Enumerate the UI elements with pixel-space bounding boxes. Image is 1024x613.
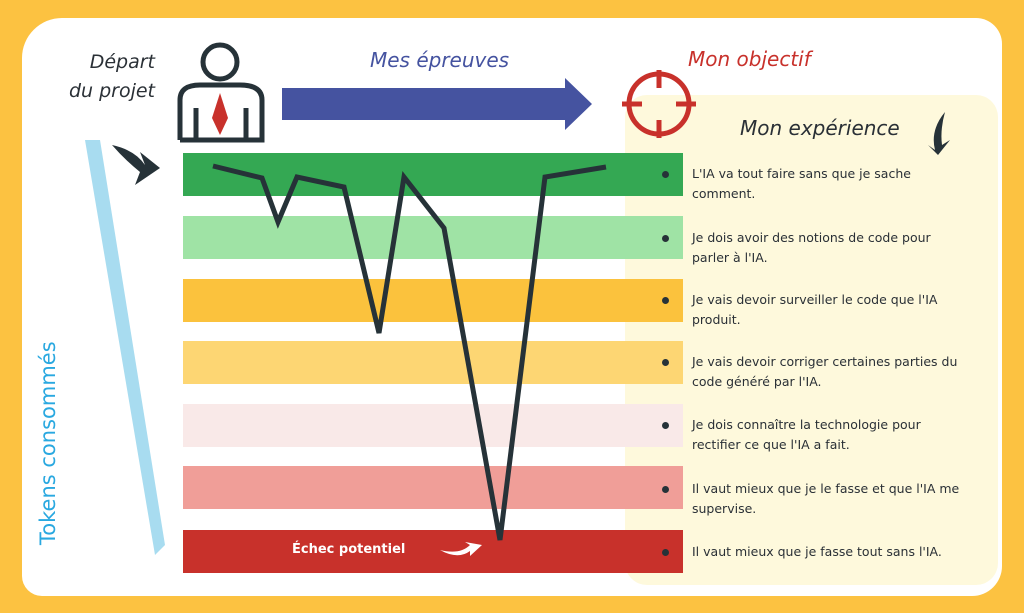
level-band-5 xyxy=(183,404,683,447)
curved-arrow-down-icon xyxy=(928,112,950,155)
failure-label: Échec potentiel xyxy=(292,542,406,557)
small-arrow-icon xyxy=(440,542,482,556)
start-label-line1: Départ xyxy=(89,51,155,73)
journey-line xyxy=(212,163,607,541)
bullet-icon xyxy=(662,297,669,304)
experience-item-7: Il vaut mieux que je fasse tout sans l'I… xyxy=(692,544,942,559)
start-label-line2: du projet xyxy=(68,80,155,102)
curved-arrow-icon xyxy=(112,145,160,185)
arrow-right-icon xyxy=(282,78,592,130)
experience-item-2: Je dois avoir des notions de code pour p… xyxy=(692,230,931,265)
tokens-axis-label: Tokens consommés xyxy=(36,341,60,545)
bullet-icon xyxy=(662,486,669,493)
level-band-7 xyxy=(183,530,683,573)
tie-icon xyxy=(212,93,228,135)
person-icon xyxy=(177,42,265,143)
tokens-wedge xyxy=(85,140,165,555)
bullet-icon xyxy=(662,359,669,366)
experience-item-5: Je dois connaître la technologie pour re… xyxy=(692,417,921,452)
level-band-2 xyxy=(183,216,683,259)
level-band-6 xyxy=(183,466,683,509)
bullet-icon xyxy=(662,235,669,242)
goal-label: Mon objectif xyxy=(688,47,811,71)
experience-item-4: Je vais devoir corriger certaines partie… xyxy=(692,354,958,389)
experience-item-3: Je vais devoir surveiller le code que l'… xyxy=(692,292,938,327)
experience-panel xyxy=(625,95,998,585)
level-band-4 xyxy=(183,341,683,384)
start-label: Départ du projet xyxy=(60,48,155,106)
bullet-icon xyxy=(662,422,669,429)
experience-item-1: L'IA va tout faire sans que je sache com… xyxy=(692,166,911,201)
bullet-icon xyxy=(662,549,669,556)
trials-label: Mes épreuves xyxy=(370,48,510,72)
experience-item-6: Il vaut mieux que je le fasse et que l'I… xyxy=(692,481,960,516)
panel-title: Mon expérience xyxy=(740,116,900,140)
bullet-icon xyxy=(662,171,669,178)
target-icon xyxy=(622,70,696,138)
level-band-3 xyxy=(183,279,683,322)
